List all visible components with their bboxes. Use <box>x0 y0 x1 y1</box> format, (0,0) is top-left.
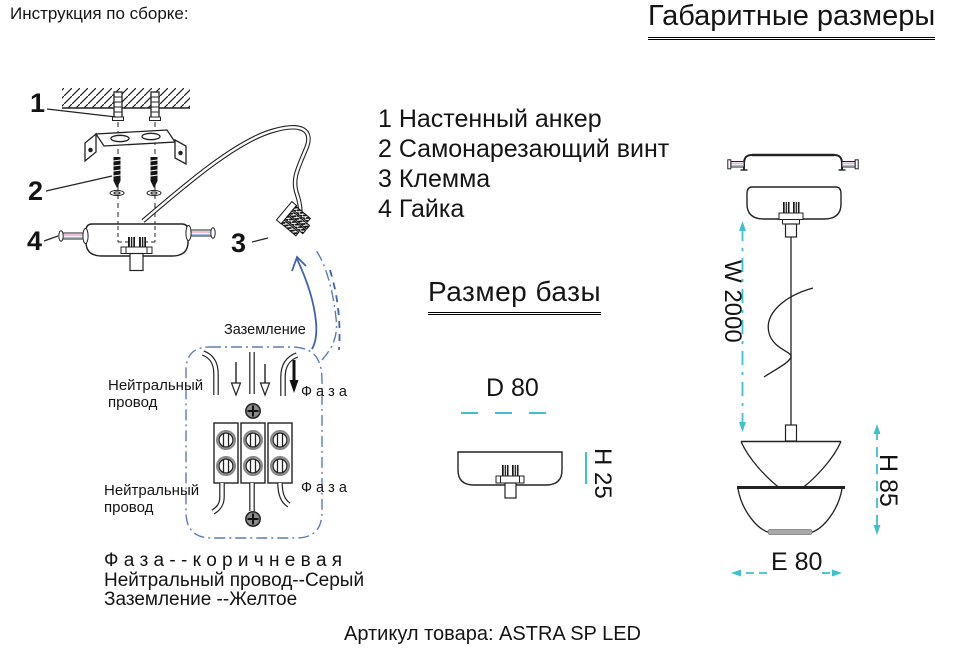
dimensions-title: Габаритные размеры <box>648 0 936 40</box>
cable-break-squiggle-icon <box>763 287 814 378</box>
base-diameter-label: D 80 <box>486 374 539 402</box>
lamp-shade-icon <box>737 424 845 535</box>
article-label: Артикул товара: ASTRA SP LED <box>344 623 641 645</box>
callout-1: 1 <box>30 88 46 118</box>
parts-list: 1 Настенный анкер 2 Самонарезающий винт … <box>378 104 669 224</box>
shade-height-label: H 85 <box>874 454 902 507</box>
assembly-diagram <box>43 88 312 272</box>
wall-anchor-icon <box>112 91 124 121</box>
self-tapping-screw-icon <box>109 157 125 197</box>
h85-dimension-line <box>873 424 881 535</box>
instructions-title: Инструкция по сборке: <box>10 4 189 23</box>
callout-leader-lines <box>43 108 269 243</box>
e80-dimension-line <box>731 569 842 577</box>
parts-list-item: 3 Клемма <box>378 165 491 193</box>
color-code-neutral: Нейтральный провод--Серый <box>104 569 365 591</box>
side-screw-icon <box>58 228 89 244</box>
w2000-dimension-line <box>739 221 746 432</box>
callout-arrow-icon <box>291 255 341 351</box>
neutral-label-bottom: Нейтральный провод <box>104 482 200 516</box>
base-height-label: H 25 <box>589 448 616 499</box>
self-tapping-screw-icon <box>146 157 162 197</box>
pendant-bolt-icon <box>778 202 804 238</box>
callout-2: 2 <box>28 176 44 206</box>
base-size-diagram <box>457 412 587 499</box>
color-code-ground: Заземление --Желтое <box>104 589 298 610</box>
bottom-wires-icon <box>211 482 291 515</box>
bolt-nut-icon <box>120 237 153 272</box>
wiring-bubble <box>185 346 323 539</box>
base-bolt-icon <box>495 465 525 499</box>
shade-width-label: E 80 <box>771 548 823 576</box>
insert-arrow-icon <box>230 360 299 397</box>
side-screw-icon <box>185 225 216 241</box>
ground-wire-icon <box>201 350 299 396</box>
phase-label-top: Ф а з а <box>301 384 347 400</box>
parts-list-item: 2 Самонарезающий винт <box>378 135 670 163</box>
ceiling-hatch-icon <box>62 88 190 109</box>
base-size-title: Размер базы <box>428 276 602 315</box>
bubble-tail <box>315 249 338 361</box>
color-code-phase: Ф а з а - - к о р и ч н е в а я <box>104 550 343 571</box>
hanger-bracket-icon <box>740 153 846 171</box>
ground-label: Заземление <box>224 322 306 338</box>
clamp-screw-icon <box>245 403 261 527</box>
wire-color-code: Ф а з а - - к о р и ч н е в а я Нейтраль… <box>104 551 364 610</box>
terminal-block-icon <box>213 422 293 484</box>
power-cable-icon <box>141 125 311 223</box>
wiring-detail <box>185 249 341 539</box>
mounting-bracket-icon <box>84 129 187 166</box>
hanger-screw-icon <box>727 159 859 170</box>
parts-list-item: 4 Гайка <box>378 195 465 223</box>
callout-4: 4 <box>27 226 43 256</box>
terminal-connector-icon <box>275 200 312 237</box>
base-plate-icon <box>457 451 563 486</box>
pendant-diagram <box>727 153 881 577</box>
phase-label-bottom: Ф а з а <box>301 480 347 496</box>
neutral-label-top: Нейтральный провод <box>108 377 204 411</box>
wall-anchor-icon <box>149 91 161 121</box>
parts-list-item: 1 Настенный анкер <box>378 105 602 133</box>
cable-length-label: W 2000 <box>719 260 746 343</box>
callout-3: 3 <box>231 228 247 258</box>
